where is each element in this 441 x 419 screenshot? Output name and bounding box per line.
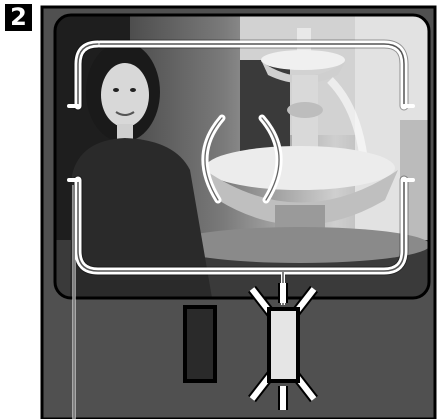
indicator-lamp-on <box>269 309 298 381</box>
viewfinder-photo <box>55 15 430 300</box>
indicator-lamp-off <box>185 307 215 381</box>
